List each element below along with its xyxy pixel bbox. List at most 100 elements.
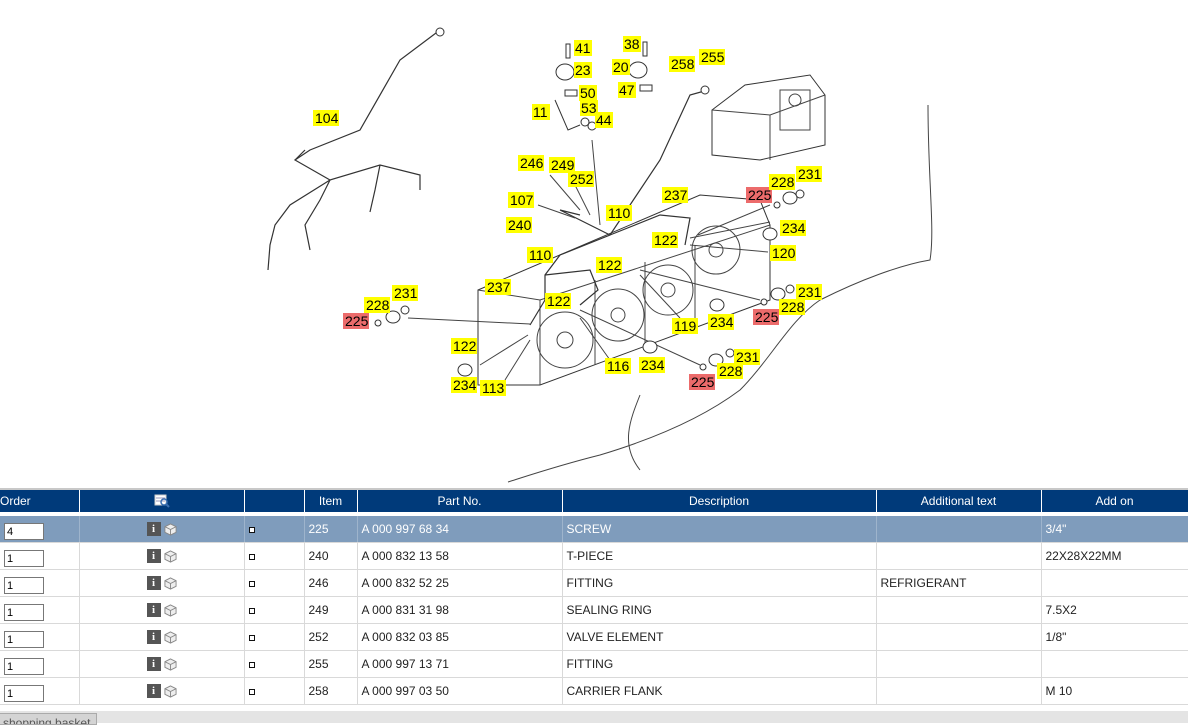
callout-252[interactable]: 252	[568, 171, 594, 187]
callout-47[interactable]: 47	[618, 82, 636, 98]
table-row[interactable]: i 240 A 000 832 13 58 T-PIECE 22X28X22MM	[0, 542, 1188, 570]
column-header-additional-text[interactable]: Additional text	[876, 490, 1042, 516]
callout-122-c[interactable]: 122	[545, 293, 571, 309]
callout-107[interactable]: 107	[508, 192, 534, 208]
select-checkbox[interactable]	[248, 581, 255, 587]
column-header-order[interactable]: Order	[0, 490, 80, 516]
column-header-item[interactable]: Item	[304, 490, 358, 516]
callout-113[interactable]: 113	[480, 380, 506, 396]
callout-237-lower[interactable]: 237	[485, 279, 511, 295]
callout-122-a[interactable]: 122	[652, 232, 678, 248]
quantity-input[interactable]	[4, 658, 44, 675]
shopping-basket-tab[interactable]: shopping basket	[0, 713, 98, 725]
cube-icon[interactable]	[163, 604, 177, 617]
cube-icon[interactable]	[163, 550, 177, 563]
select-checkbox[interactable]	[248, 608, 255, 614]
callout-38[interactable]: 38	[623, 36, 641, 52]
callout-231-top[interactable]: 231	[796, 166, 822, 182]
info-icon[interactable]: i	[146, 657, 161, 672]
part-no-cell[interactable]: A 000 832 03 85	[357, 623, 563, 651]
select-checkbox[interactable]	[248, 527, 255, 533]
svg-text:225: 225	[691, 374, 715, 390]
callout-53[interactable]: 53	[580, 100, 598, 116]
callout-231-right[interactable]: 231	[796, 284, 822, 300]
callout-231-left[interactable]: 231	[392, 285, 418, 301]
table-row[interactable]: i 258 A 000 997 03 50 CARRIER FLANK M 10	[0, 677, 1188, 705]
quantity-input[interactable]	[4, 577, 44, 594]
quantity-input[interactable]	[4, 631, 44, 648]
cube-icon[interactable]	[163, 523, 177, 536]
callout-41[interactable]: 41	[574, 40, 592, 56]
info-icon[interactable]: i	[146, 549, 161, 564]
select-checkbox[interactable]	[248, 635, 255, 641]
cube-icon[interactable]	[163, 685, 177, 698]
svg-text:50: 50	[580, 85, 596, 101]
table-row[interactable]: i 225 A 000 997 68 34 SCREW 3/4"	[0, 514, 1188, 543]
cube-icon[interactable]	[163, 631, 177, 644]
callout-258[interactable]: 258	[669, 56, 695, 72]
table-row[interactable]: i 249 A 000 831 31 98 SEALING RING 7.5X2	[0, 596, 1188, 624]
callout-50[interactable]: 50	[579, 85, 597, 101]
callout-249[interactable]: 249	[549, 157, 575, 173]
callout-234-d[interactable]: 234	[451, 377, 477, 393]
callout-44[interactable]: 44	[595, 112, 613, 128]
callout-240[interactable]: 240	[506, 217, 532, 233]
select-checkbox[interactable]	[248, 554, 255, 560]
info-icon[interactable]: i	[146, 684, 161, 699]
callout-228-bottom[interactable]: 228	[717, 363, 743, 379]
callout-104[interactable]: 104	[313, 110, 339, 126]
callout-122-d[interactable]: 122	[451, 338, 477, 354]
part-no-cell[interactable]: A 000 997 13 71	[357, 650, 563, 678]
callout-119[interactable]: 119	[672, 318, 698, 334]
icons-cell: i	[79, 596, 245, 624]
search-table-icon[interactable]	[154, 494, 170, 509]
column-header-icons[interactable]	[79, 490, 245, 516]
svg-text:110: 110	[529, 247, 552, 263]
callout-234-a[interactable]: 234	[780, 220, 806, 236]
part-no-cell[interactable]: A 000 997 68 34	[357, 514, 563, 543]
callout-23[interactable]: 23	[574, 62, 592, 78]
info-icon[interactable]: i	[146, 630, 161, 645]
column-header-description[interactable]: Description	[562, 490, 877, 516]
table-row[interactable]: i 255 A 000 997 13 71 FITTING	[0, 650, 1188, 678]
quantity-input[interactable]	[4, 550, 44, 567]
part-no-cell[interactable]: A 000 832 52 25	[357, 569, 563, 597]
callout-237-upper[interactable]: 237	[662, 187, 688, 203]
quantity-input[interactable]	[4, 685, 44, 702]
table-row[interactable]: i 246 A 000 832 52 25 FITTING REFRIGERAN…	[0, 569, 1188, 597]
part-no-cell[interactable]: A 000 832 13 58	[357, 542, 563, 570]
callout-228-top[interactable]: 228	[769, 174, 795, 190]
callout-228-right[interactable]: 228	[779, 299, 805, 315]
callout-225-right[interactable]: 225	[753, 309, 779, 325]
part-no-cell[interactable]: A 000 831 31 98	[357, 596, 563, 624]
callout-120[interactable]: 120	[770, 245, 796, 261]
callout-231-bottom[interactable]: 231	[734, 349, 760, 365]
callout-246[interactable]: 246	[518, 155, 544, 171]
callout-11[interactable]: 11	[532, 104, 550, 120]
select-checkbox[interactable]	[248, 662, 255, 668]
callout-255[interactable]: 255	[699, 49, 725, 65]
table-row[interactable]: i 252 A 000 832 03 85 VALVE ELEMENT 1/8"	[0, 623, 1188, 651]
callout-110-lower[interactable]: 110	[527, 247, 553, 263]
cube-icon[interactable]	[163, 577, 177, 590]
callout-225-top[interactable]: 225	[746, 187, 772, 203]
callout-116[interactable]: 116	[605, 358, 631, 374]
callout-234-b[interactable]: 234	[708, 314, 734, 330]
callout-122-b[interactable]: 122	[596, 257, 622, 273]
column-header-part-no[interactable]: Part No.	[357, 490, 563, 516]
callout-225-bottom[interactable]: 225	[689, 374, 715, 390]
info-icon[interactable]: i	[146, 576, 161, 591]
quantity-input[interactable]	[4, 523, 44, 540]
column-header-add-on[interactable]: Add on	[1041, 490, 1188, 516]
info-icon[interactable]: i	[146, 522, 161, 537]
cube-icon[interactable]	[163, 658, 177, 671]
info-icon[interactable]: i	[146, 603, 161, 618]
callout-234-c[interactable]: 234	[639, 357, 665, 373]
part-no-cell[interactable]: A 000 997 03 50	[357, 677, 563, 705]
callout-20[interactable]: 20	[612, 59, 630, 75]
quantity-input[interactable]	[4, 604, 44, 621]
select-checkbox[interactable]	[248, 689, 255, 695]
callout-225-left[interactable]: 225	[343, 313, 369, 329]
callout-110-upper[interactable]: 110	[606, 205, 632, 221]
callout-228-left[interactable]: 228	[364, 297, 390, 313]
